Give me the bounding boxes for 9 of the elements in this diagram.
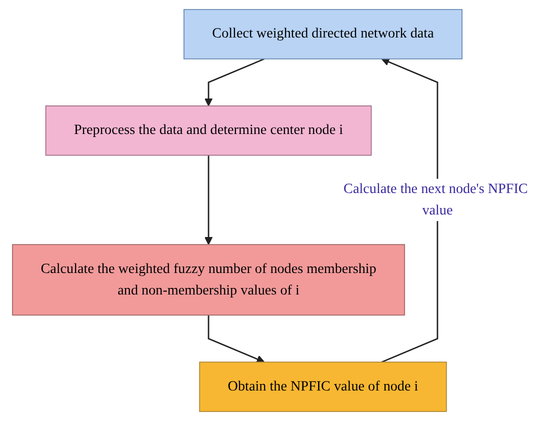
node-box: Obtain the NPFIC value of node i: [199, 362, 447, 412]
edge-label: Calculate the next node's NPFIC value: [344, 182, 528, 218]
node-box: Collect weighted directed network data: [184, 9, 463, 60]
node-box: Calculate the weighted fuzzy number of nodes membership and non-membership values of i: [12, 244, 406, 316]
arrow: [204, 155, 213, 245]
node-box: Preprocess the data and determine center node i: [45, 105, 372, 156]
arrow: [204, 58, 265, 106]
arrow: [208, 315, 265, 364]
arrow: [381, 58, 438, 363]
